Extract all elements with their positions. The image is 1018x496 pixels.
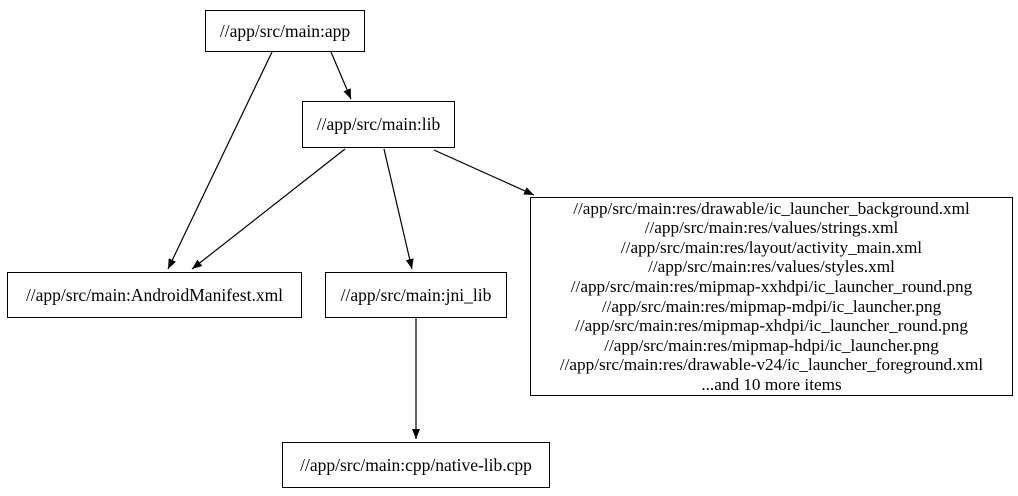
node-lib-label: //app/src/main:lib — [316, 114, 441, 134]
resource-item: //app/src/main:res/values/styles.xml — [648, 257, 895, 277]
edge-lib-to-manifest — [191, 148, 346, 270]
resource-item: //app/src/main:res/mipmap-mdpi/ic_launch… — [601, 296, 942, 316]
graph-node-app: //app/src/main:app — [205, 10, 365, 52]
node-native-lib-label: //app/src/main:cpp/native-lib.cpp — [300, 454, 532, 475]
graph-node-resources: //app/src/main:res/drawable/ic_launcher_… — [530, 197, 1013, 396]
graph-node-jni-lib: //app/src/main:jni_lib — [325, 272, 507, 318]
resource-item: //app/src/main:res/mipmap-xxhdpi/ic_laun… — [570, 276, 973, 296]
graph-node-lib: //app/src/main:lib — [302, 101, 455, 148]
graph-node-android-manifest: //app/src/main:AndroidManifest.xml — [7, 272, 302, 318]
edge-lib-to-jni-lib — [383, 148, 414, 270]
resource-item: //app/src/main:res/mipmap-xhdpi/ic_launc… — [575, 316, 968, 336]
node-jni-lib-label: //app/src/main:jni_lib — [340, 284, 492, 305]
resource-item: //app/src/main:res/values/strings.xml — [644, 218, 899, 238]
resources-more-items-label: ...and 10 more items — [701, 374, 842, 394]
node-app-label: //app/src/main:app — [219, 20, 351, 41]
edge-lib-to-resources — [433, 149, 535, 196]
resource-item: //app/src/main:res/drawable-v24/ic_launc… — [559, 355, 984, 375]
node-android-manifest-label: //app/src/main:AndroidManifest.xml — [25, 284, 284, 305]
resource-item: //app/src/main:res/drawable/ic_launcher_… — [573, 198, 970, 218]
resource-item: //app/src/main:res/mipmap-hdpi/ic_launch… — [604, 335, 939, 355]
edge-app-to-manifest — [167, 51, 273, 270]
graph-node-native-lib: //app/src/main:cpp/native-lib.cpp — [282, 442, 550, 488]
resource-item: //app/src/main:res/layout/activity_main.… — [620, 237, 923, 257]
edge-app-to-lib — [330, 51, 352, 100]
